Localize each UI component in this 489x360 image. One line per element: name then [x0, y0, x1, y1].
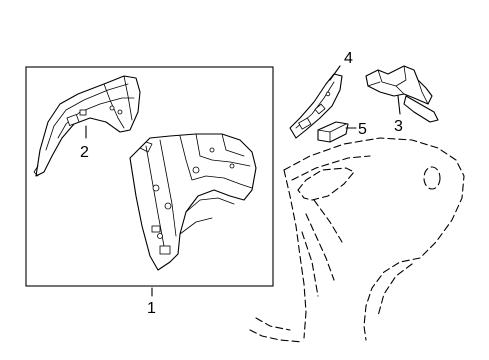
part-1-quarter-inner-panel	[129, 133, 257, 271]
callout-4: 4	[344, 50, 353, 67]
part-5-block	[317, 121, 349, 143]
callout-3: 3	[394, 118, 403, 135]
quarter-panel-outline	[249, 137, 465, 343]
callout-1: 1	[147, 300, 156, 317]
part-3-upper-brace	[365, 65, 439, 123]
part-4-pillar-reinforcement	[289, 73, 343, 139]
leader-lines	[85, 65, 401, 297]
callout-5: 5	[358, 121, 367, 138]
assembly-frame	[25, 66, 274, 287]
callout-2: 2	[80, 144, 89, 161]
part-2-wheelhouse-bracket	[33, 75, 141, 177]
